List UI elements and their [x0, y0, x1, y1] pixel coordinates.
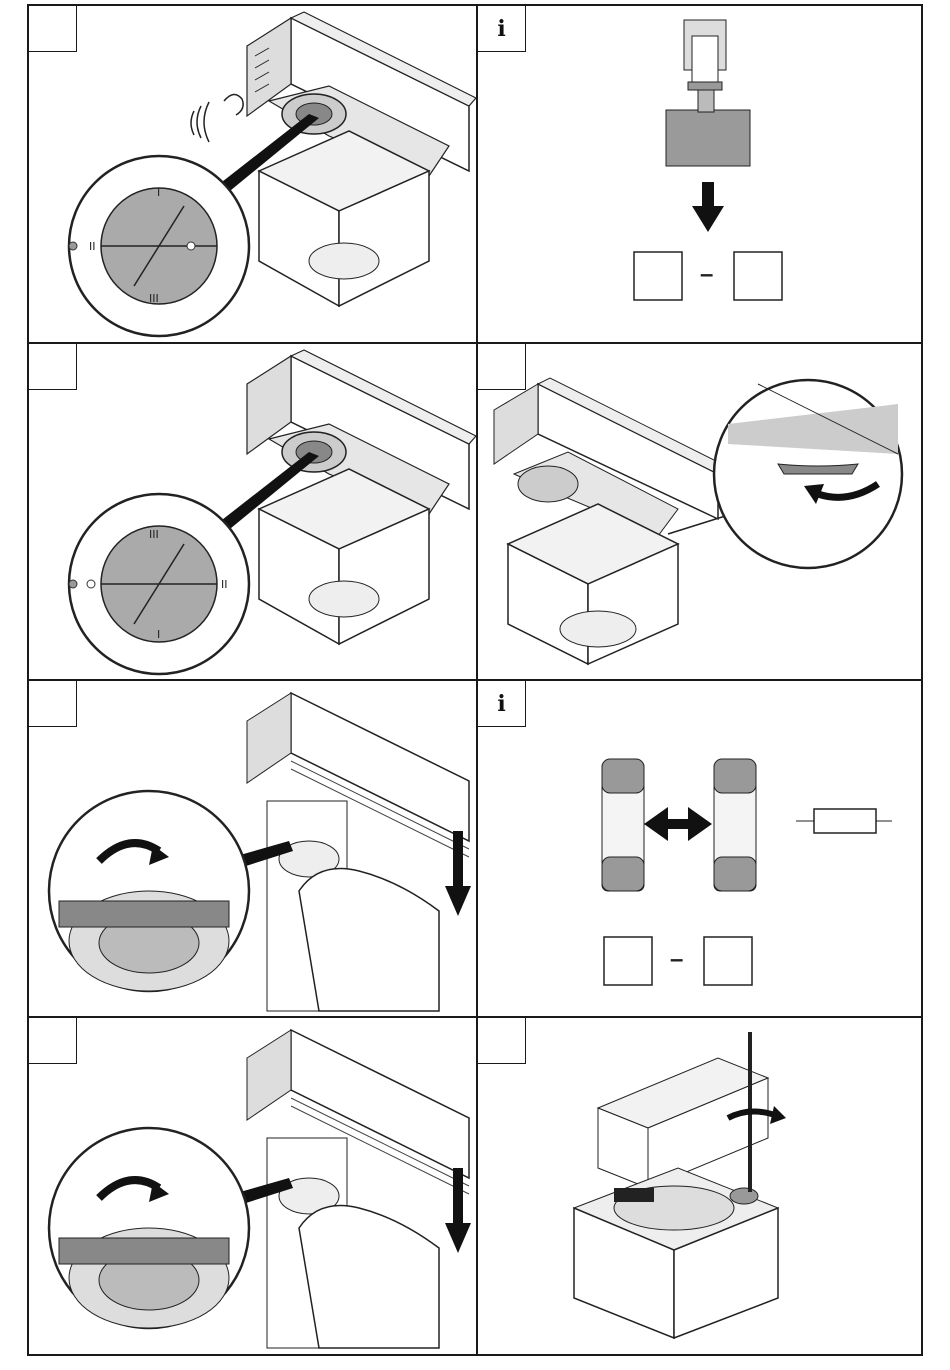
- panel-step-5: [29, 1018, 476, 1354]
- range-dash: –: [700, 261, 713, 288]
- illustration-dial-position-2: III II I: [29, 344, 476, 679]
- illustration-screwdriver: [478, 1018, 921, 1354]
- panel-info-1: i –: [478, 6, 921, 342]
- svg-text:III: III: [149, 528, 159, 541]
- instruction-sheet: I II III i –: [27, 4, 923, 1356]
- illustration-dial-position-1: I II III: [29, 6, 476, 342]
- range-dash: –: [670, 946, 683, 973]
- value-box-min: [604, 937, 652, 985]
- value-box-max: [704, 937, 752, 985]
- svg-text:III: III: [149, 292, 159, 305]
- illustration-fuse-swap: –: [478, 681, 921, 1016]
- svg-text:I: I: [157, 186, 160, 199]
- panel-step-3: [478, 344, 921, 679]
- illustration-hand-lever-repeat: [29, 1018, 476, 1354]
- illustration-adapter-dimension: –: [478, 6, 921, 342]
- panel-step-1: I II III: [29, 6, 476, 342]
- panel-step-6: [478, 1018, 921, 1354]
- illustration-rotate-adapter: [478, 344, 921, 679]
- svg-text:I: I: [157, 628, 160, 641]
- illustration-hand-lever: [29, 681, 476, 1016]
- value-box-max: [734, 252, 782, 300]
- panel-step-4: [29, 681, 476, 1016]
- value-box-min: [634, 252, 682, 300]
- panel-step-2: III II I: [29, 344, 476, 679]
- panel-info-2: i –: [478, 681, 921, 1016]
- svg-text:II: II: [221, 578, 228, 591]
- svg-text:II: II: [89, 240, 96, 253]
